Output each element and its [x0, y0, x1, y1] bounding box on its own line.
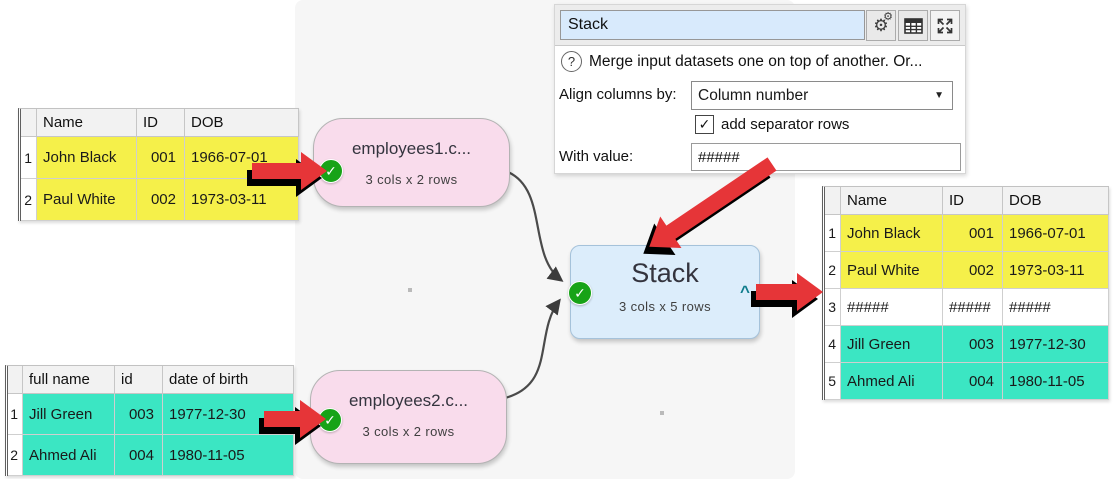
table-corner — [8, 366, 23, 394]
node-employees2[interactable]: employees2.c... 3 cols x 2 rows — [310, 370, 507, 464]
table-cell[interactable]: 001 — [943, 215, 1003, 252]
table-cell[interactable]: 1973-03-11 — [1003, 252, 1109, 289]
table-cell[interactable]: Jill Green — [23, 394, 115, 435]
table-cell[interactable]: 1980-11-05 — [163, 435, 294, 476]
chevron-down-icon: ▼ — [934, 90, 944, 101]
add-separator-label: add separator rows — [721, 116, 850, 133]
table-cell[interactable]: Ahmed Ali — [841, 363, 943, 400]
with-value-label: With value: — [559, 148, 634, 165]
expand-icon — [937, 18, 953, 33]
table-cell[interactable]: 002 — [943, 252, 1003, 289]
table-cell[interactable]: ##### — [943, 289, 1003, 326]
table-cell[interactable]: 001 — [137, 137, 185, 179]
table-cell[interactable]: Paul White — [37, 179, 137, 221]
row-number[interactable]: 2 — [825, 252, 841, 289]
table-cell[interactable]: 1966-07-01 — [185, 137, 299, 179]
row-number[interactable]: 1 — [8, 394, 23, 435]
table-cell[interactable]: ##### — [841, 289, 943, 326]
table-cell[interactable]: 004 — [943, 363, 1003, 400]
table-view-button[interactable] — [898, 10, 928, 41]
checkbox-check-icon: ✓ — [698, 116, 711, 132]
row-number[interactable]: 4 — [825, 326, 841, 363]
table-cell[interactable]: 1980-11-05 — [1003, 363, 1109, 400]
node-employees1[interactable]: employees1.c... 3 cols x 2 rows — [313, 118, 510, 207]
node-title: Stack — [631, 258, 699, 288]
add-separator-checkbox[interactable]: ✓ — [695, 115, 714, 134]
transform-name-input[interactable]: Stack — [560, 10, 865, 40]
table-cell[interactable]: 003 — [115, 394, 163, 435]
table-cell[interactable]: 004 — [115, 435, 163, 476]
help-icon[interactable]: ? — [561, 51, 582, 72]
table-cell[interactable]: Jill Green — [841, 326, 943, 363]
settings-button[interactable]: ⚙ ⚙ — [866, 10, 896, 41]
gear-icon: ⚙ — [883, 11, 893, 23]
with-value-input[interactable]: ##### — [691, 143, 961, 171]
table-cell[interactable]: Paul White — [841, 252, 943, 289]
node-title: employees1.c... — [351, 139, 472, 158]
canvas-grid-dot — [660, 411, 664, 415]
table-corner — [21, 109, 37, 137]
row-number[interactable]: 3 — [825, 289, 841, 326]
column-header[interactable]: Name — [37, 109, 137, 137]
align-columns-select[interactable]: Column number ▼ — [691, 81, 953, 110]
align-columns-label: Align columns by: — [559, 86, 677, 103]
table-cell[interactable]: John Black — [37, 137, 137, 179]
column-header[interactable]: DOB — [185, 109, 299, 137]
table-cell[interactable]: 003 — [943, 326, 1003, 363]
column-header[interactable]: Name — [841, 187, 943, 215]
column-header[interactable]: date of birth — [163, 366, 294, 394]
node-title: employees2.c... — [348, 391, 469, 410]
column-header[interactable]: ID — [943, 187, 1003, 215]
row-number[interactable]: 5 — [825, 363, 841, 400]
table-cell[interactable]: Ahmed Ali — [23, 435, 115, 476]
column-header[interactable]: ID — [137, 109, 185, 137]
table-cell[interactable]: 002 — [137, 179, 185, 221]
node-dimensions: 3 cols x 2 rows — [362, 424, 455, 439]
node-stack[interactable]: Stack 3 cols x 5 rows — [570, 245, 760, 339]
node-dimensions: 3 cols x 2 rows — [365, 172, 458, 187]
node-dimensions: 3 cols x 5 rows — [619, 299, 711, 314]
column-header[interactable]: DOB — [1003, 187, 1109, 215]
row-number[interactable]: 1 — [21, 137, 37, 179]
table-cell[interactable]: 1973-03-11 — [185, 179, 299, 221]
expand-button[interactable] — [930, 10, 960, 41]
column-header[interactable]: full name — [23, 366, 115, 394]
transform-description: Merge input datasets one on top of anoth… — [589, 52, 923, 70]
table-icon — [903, 17, 923, 34]
success-check-icon: ✓ — [318, 408, 342, 432]
column-header[interactable]: id — [115, 366, 163, 394]
table-cell[interactable]: John Black — [841, 215, 943, 252]
row-number[interactable]: 2 — [8, 435, 23, 476]
canvas-grid-dot — [408, 288, 412, 292]
align-columns-value: Column number — [698, 86, 809, 104]
caret-up-icon[interactable]: ^ — [740, 282, 750, 301]
table-corner — [825, 187, 841, 215]
table-cell[interactable]: ##### — [1003, 289, 1109, 326]
table-cell[interactable]: 1977-12-30 — [163, 394, 294, 435]
success-check-icon: ✓ — [319, 159, 343, 183]
table-cell[interactable]: 1966-07-01 — [1003, 215, 1109, 252]
gear-icon: ⚙ — [873, 16, 889, 35]
row-number[interactable]: 1 — [825, 215, 841, 252]
stack-options-panel: Stack ⚙ ⚙ ? Merge input — [554, 4, 966, 174]
table-cell[interactable]: 1977-12-30 — [1003, 326, 1109, 363]
success-check-icon: ✓ — [568, 281, 592, 305]
row-number[interactable]: 2 — [21, 179, 37, 221]
